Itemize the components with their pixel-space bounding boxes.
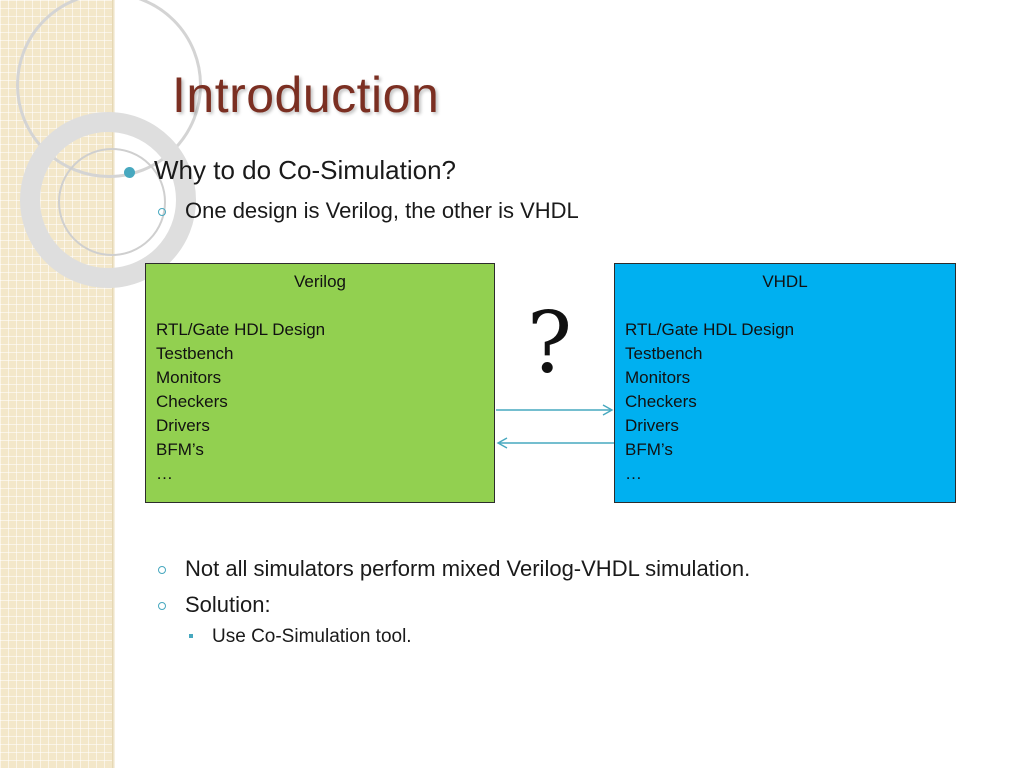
arrow-right-icon (496, 404, 614, 416)
arrow-left-icon (496, 437, 614, 449)
sub-sub-bullet-square-icon (189, 634, 193, 638)
bullet-dot-icon (124, 167, 135, 178)
verilog-box: Verilog RTL/Gate HDL Design Testbench Mo… (145, 263, 495, 503)
sub-bullet-solution: Solution: (185, 592, 271, 617)
sub-bullet-circle-icon (158, 208, 166, 216)
bullet-why-cosimulation: Why to do Co-Simulation? (154, 155, 457, 185)
vhdl-item: Drivers (625, 416, 679, 435)
sub-bullet-verilog-vhdl: One design is Verilog, the other is VHDL (185, 198, 579, 223)
sub-bullet-mixed-simulation: Not all simulators perform mixed Verilog… (185, 556, 751, 581)
verilog-box-title: Verilog (294, 272, 346, 291)
vhdl-box-title: VHDL (762, 272, 808, 291)
side-panel-edge (112, 0, 115, 768)
vhdl-item: Testbench (625, 344, 703, 363)
vhdl-box: VHDL RTL/Gate HDL Design Testbench Monit… (614, 263, 956, 503)
vhdl-item: Monitors (625, 368, 691, 387)
sub-bullet-circle-icon (158, 602, 166, 610)
verilog-item: Testbench (156, 344, 234, 363)
vhdl-item: RTL/Gate HDL Design (625, 320, 795, 339)
sub-sub-bullet-cosim-tool: Use Co-Simulation tool. (212, 626, 412, 647)
verilog-item-list: RTL/Gate HDL Design Testbench Monitors C… (146, 318, 494, 486)
verilog-item: Monitors (156, 368, 222, 387)
verilog-item: BFM’s (156, 440, 204, 459)
slide-title: Introduction (172, 67, 440, 123)
verilog-item: Drivers (156, 416, 210, 435)
sub-bullet-circle-icon (158, 566, 166, 574)
verilog-item: … (156, 464, 173, 483)
verilog-item: Checkers (156, 392, 228, 411)
vhdl-item: BFM’s (625, 440, 673, 459)
bidirectional-arrows (496, 404, 614, 449)
question-mark: ? (527, 294, 573, 392)
vhdl-item-list: RTL/Gate HDL Design Testbench Monitors C… (615, 318, 955, 486)
verilog-item: RTL/Gate HDL Design (156, 320, 326, 339)
decorative-ring-inner (58, 148, 166, 256)
vhdl-item: Checkers (625, 392, 697, 411)
vhdl-item: … (625, 464, 642, 483)
